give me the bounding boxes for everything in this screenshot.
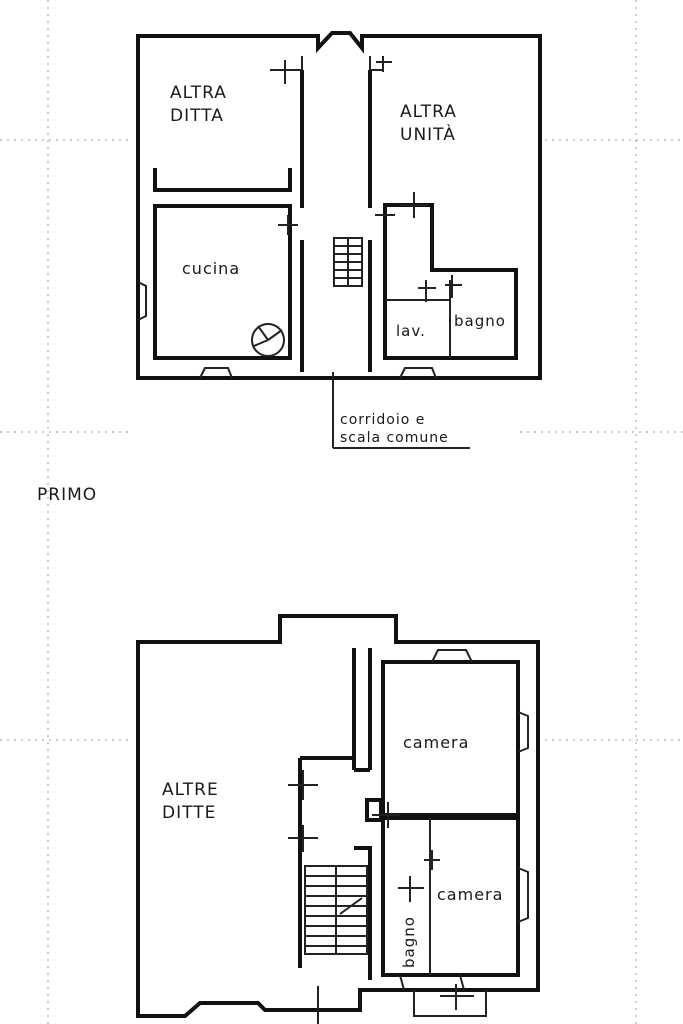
- annotation-corridoio: corridoio e: [340, 412, 425, 428]
- room-label-bagno-lower: bagno: [400, 916, 418, 968]
- floor-label: PRIMO: [37, 485, 97, 505]
- annotation-scala: scala comune: [340, 430, 449, 446]
- lower-stairs: [304, 865, 368, 955]
- room-label-altra-unita-1: ALTRA: [400, 102, 457, 122]
- room-label-bagno-upper: bagno: [454, 312, 506, 330]
- camera-bottom-walls: [381, 816, 520, 977]
- upper-outer-wall: [136, 31, 542, 380]
- room-label-altra-ditta-2: DITTA: [170, 106, 224, 126]
- upper-corridor-walls: [300, 70, 372, 372]
- lower-outer-wall: [136, 614, 540, 1018]
- room-label-altre-ditte-2: DITTE: [162, 803, 216, 823]
- lower-corridor-walls: [298, 648, 372, 980]
- lav-bagno-partition: [385, 280, 451, 358]
- altra-ditta-partition: [153, 168, 292, 192]
- room-label-lav: lav.: [396, 322, 426, 340]
- lower-door-ticks: [288, 770, 474, 1024]
- right-rooms-walls: [383, 203, 518, 360]
- upper-corridor-top: [292, 56, 382, 71]
- lower-windows: [399, 649, 529, 1017]
- lower-pillar: [365, 798, 383, 822]
- spiral-stair: [251, 323, 285, 357]
- upper-door-ticks: [270, 56, 462, 302]
- room-label-altra-unita-2: UNITÀ: [400, 123, 456, 145]
- room-label-camera-top: camera: [403, 733, 469, 752]
- cucina-walls: [153, 204, 292, 360]
- room-label-cucina: cucina: [182, 259, 240, 278]
- lower-plan: ALTRE DITTE camera camera bagno: [136, 614, 540, 1024]
- annotation-leader: [332, 372, 470, 449]
- upper-plan: ALTRA DITTA ALTRA UNITÀ cucina lav. bagn…: [136, 31, 542, 449]
- room-label-camera-bottom: camera: [437, 885, 503, 904]
- upper-stairs: [333, 237, 363, 287]
- upper-windows: [137, 281, 437, 379]
- camera-top-walls: [381, 660, 520, 817]
- room-label-altra-ditta-1: ALTRA: [170, 83, 227, 103]
- room-label-altre-ditte-1: ALTRE: [162, 780, 219, 800]
